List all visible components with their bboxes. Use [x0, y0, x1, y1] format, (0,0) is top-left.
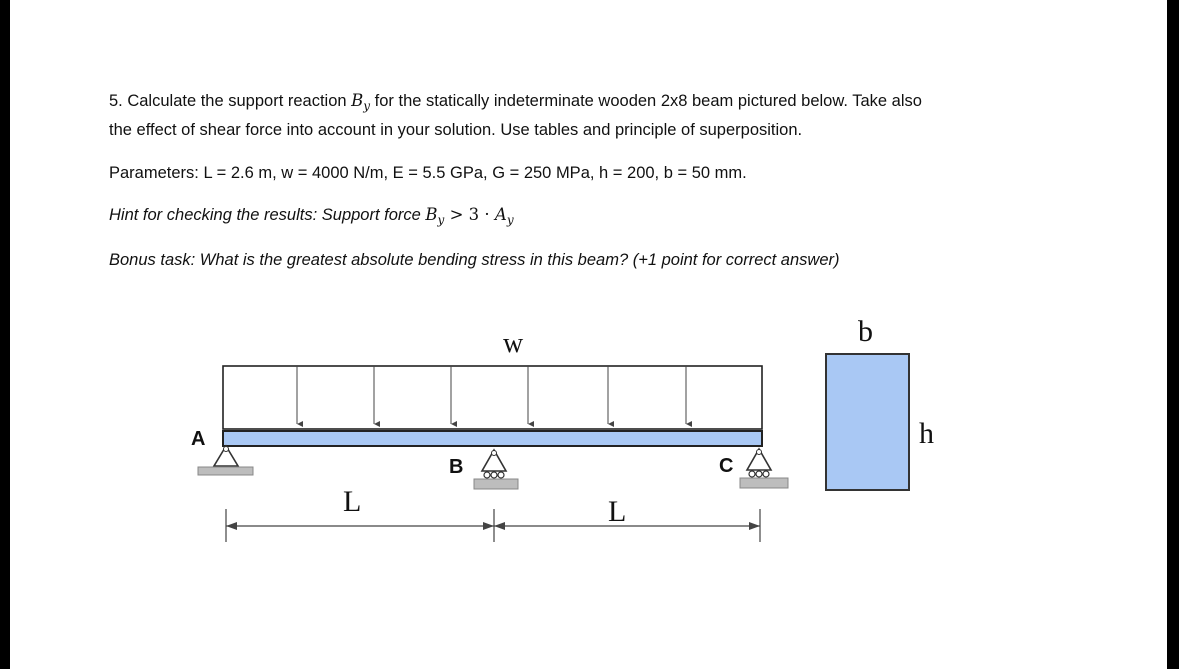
document-sheet: 5. Calculate the support reaction By for… — [10, 0, 1167, 669]
dimension-lines: L L — [225, 485, 761, 542]
problem-statement-line-1: 5. Calculate the support reaction By for… — [109, 91, 922, 116]
hint-text: Hint for checking the results: Support f… — [109, 206, 426, 224]
beam — [222, 430, 763, 447]
support-c: C — [719, 447, 789, 489]
support-b: B — [449, 448, 519, 490]
support-a: A — [191, 428, 254, 476]
bonus-task-line: Bonus task: What is the greatest absolut… — [109, 251, 840, 269]
support-b-triangle — [480, 448, 508, 472]
support-c-roller — [755, 470, 763, 478]
hint-line: Hint for checking the results: Support f… — [109, 205, 514, 230]
dimension-arrow-right — [749, 522, 760, 530]
problem-line1-text-start: 5. Calculate the support reaction — [109, 92, 352, 110]
dimension-arrow-mid-right — [494, 522, 505, 530]
hint-a-letter: A — [494, 205, 507, 224]
distributed-load: w — [222, 328, 763, 430]
support-c-pin — [756, 449, 762, 455]
problem-line1-text-end: for the statically indeterminate wooden … — [370, 92, 922, 110]
reaction-variable-letter: B — [351, 91, 364, 110]
load-label: w — [503, 328, 524, 359]
hint-operator: > 3 · — [444, 205, 495, 224]
support-b-pin — [491, 450, 497, 456]
section-width-label: b — [858, 315, 873, 348]
support-b-roller — [497, 471, 505, 479]
hint-a-subscript: y — [506, 213, 514, 227]
support-b-roller — [490, 471, 498, 479]
support-c-roller — [748, 470, 756, 478]
support-c-triangle — [745, 447, 773, 471]
parameters-line: Parameters: L = 2.6 m, w = 4000 N/m, E =… — [109, 164, 747, 182]
support-a-pin — [223, 446, 229, 452]
beam-diagram: w A B — [191, 315, 934, 542]
span-1-label: L — [343, 485, 361, 518]
support-c-label: C — [719, 455, 733, 477]
hint-b-letter: B — [425, 205, 438, 224]
support-b-label: B — [449, 456, 463, 478]
dimension-arrow-left — [226, 522, 237, 530]
hint-expression: By > 3 · Ay — [425, 205, 514, 227]
reaction-variable: By — [351, 91, 371, 113]
support-a-label: A — [191, 428, 205, 450]
support-a-base — [197, 466, 254, 476]
span-2-label: L — [608, 495, 626, 528]
section-height-label: h — [919, 417, 934, 450]
support-c-roller — [762, 470, 770, 478]
dimension-arrow-mid-left — [483, 522, 494, 530]
load-frame — [222, 365, 763, 430]
reaction-variable-subscript: y — [363, 99, 371, 113]
support-c-base — [739, 477, 789, 489]
problem-statement-line-2: the effect of shear force into account i… — [109, 121, 803, 139]
beam-body — [222, 430, 763, 447]
cross-section-rectangle — [825, 353, 910, 491]
support-a-triangle — [212, 444, 240, 467]
support-b-roller — [483, 471, 491, 479]
cross-section: b h — [825, 315, 934, 491]
hint-b-subscript: y — [437, 213, 445, 227]
support-b-base — [473, 478, 519, 490]
